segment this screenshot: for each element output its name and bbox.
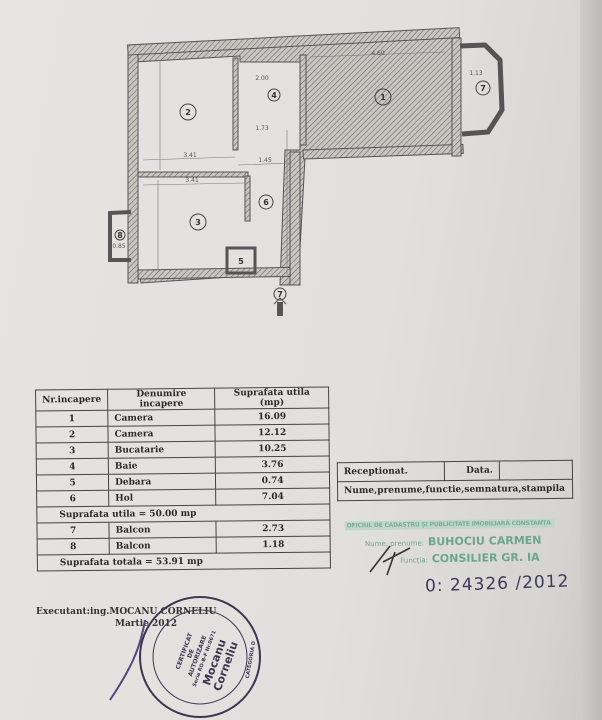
cell-area: 1.18: [216, 535, 331, 554]
cell-name: Debara: [108, 473, 216, 491]
cell-area: 16.09: [215, 407, 329, 426]
cell-name: Bucatarie: [108, 441, 216, 459]
stamp-text: DE: [186, 648, 196, 659]
executant-date: Martie 2012: [115, 619, 178, 629]
wall-top: [127, 27, 461, 56]
data-value: [499, 460, 573, 481]
cell-area: 0.74: [215, 471, 330, 490]
dim-label: 1.73: [255, 125, 269, 132]
page-edge: [580, 0, 602, 720]
dim-label: 4.60: [371, 50, 385, 57]
cell-nr: 3: [36, 442, 109, 460]
cell-nr: 7: [36, 522, 110, 540]
dim-label: 3.41: [183, 152, 197, 159]
grand-total-row: Suprafata totala = 53.91 mp: [37, 551, 331, 572]
ocpi-name: BUHOCIU CARMEN: [427, 533, 542, 549]
cell-name: Balcon: [108, 521, 217, 539]
header-cell: Suprafata utila (mp): [214, 386, 329, 410]
dim-label: 1.45: [258, 157, 272, 164]
cell-nr: 5: [36, 474, 109, 492]
wall-bottom: [137, 266, 291, 280]
wall-23: [137, 171, 249, 178]
dim-label: 0.85: [112, 243, 126, 250]
room-number: 8: [117, 231, 123, 240]
wall-hall-right: [289, 151, 301, 286]
cell-nr: 1: [35, 410, 108, 428]
room-number: 2: [185, 108, 191, 117]
header-cell: Denumire incapere: [107, 388, 216, 411]
header-cell: Nr.incapere: [35, 389, 108, 412]
cell-area: 2.73: [216, 519, 331, 538]
cell-name: Camera: [107, 409, 216, 427]
signature-line-label: Nume,prenume,functie,semnatura,stampila: [337, 479, 573, 501]
cell-nr: 8: [37, 538, 110, 556]
wall-4-1: [299, 54, 307, 146]
entrance-arrow-icon: [277, 302, 283, 316]
room-5-box: [225, 246, 257, 275]
cell-area: 3.76: [215, 455, 330, 474]
entrance-label: 7: [277, 290, 283, 299]
rooms-table: Nr.incapere Denumire incapere Suprafata …: [35, 386, 331, 572]
cell-nr: 2: [35, 426, 109, 444]
ocpi-function: CONSILIER GR. IA: [431, 550, 540, 566]
reception-table: Receptionat. Data. Nume,prenume,functie,…: [337, 460, 573, 501]
cell-area: 10.25: [215, 439, 330, 458]
cell-name: Baie: [108, 457, 216, 475]
ocpi-office: OFICIUL DE CADASTRU ȘI PUBLICITATE IMOBI…: [344, 518, 555, 531]
grand-total: Suprafata totala = 53.91 mp: [37, 551, 331, 572]
room-number: 3: [195, 218, 201, 227]
executant: Executant:ing.MOCANU CORNELIU: [36, 607, 217, 617]
dim-label: 3.41: [185, 177, 199, 184]
cell-nr: 6: [36, 490, 109, 508]
room-number: 1: [380, 93, 386, 102]
dim-label: 2.00: [255, 75, 269, 82]
cell-name: Balcon: [109, 537, 217, 555]
cell-nr: 4: [36, 458, 109, 476]
cell-area: 12.12: [215, 423, 330, 442]
wall-room1-bottom: [302, 143, 464, 160]
cell-name: Camera: [107, 425, 216, 443]
balcony-8: [108, 210, 132, 262]
room-number: 7: [480, 84, 486, 93]
room-number: 5: [238, 257, 244, 266]
cell-name: Hol: [108, 489, 217, 507]
dim-label: 1.13: [469, 70, 483, 77]
signature-stroke: [109, 619, 146, 701]
signature-mark: [369, 545, 411, 576]
wall-left: [127, 52, 139, 284]
room-number: 6: [263, 198, 269, 207]
wall-right: [451, 37, 462, 157]
room-number: 4: [271, 91, 277, 100]
balcony-7: [459, 42, 505, 137]
receptionat-label: Receptionat.: [337, 461, 445, 482]
round-stamp: CERTIFICAT DE AUTORIZARE Seria RO-B-F Nr…: [109, 596, 261, 718]
wall-3-hall: [244, 175, 251, 222]
cell-area: 7.04: [215, 487, 330, 506]
wall-2-hall: [232, 57, 239, 151]
data-label: Data.: [444, 461, 500, 481]
